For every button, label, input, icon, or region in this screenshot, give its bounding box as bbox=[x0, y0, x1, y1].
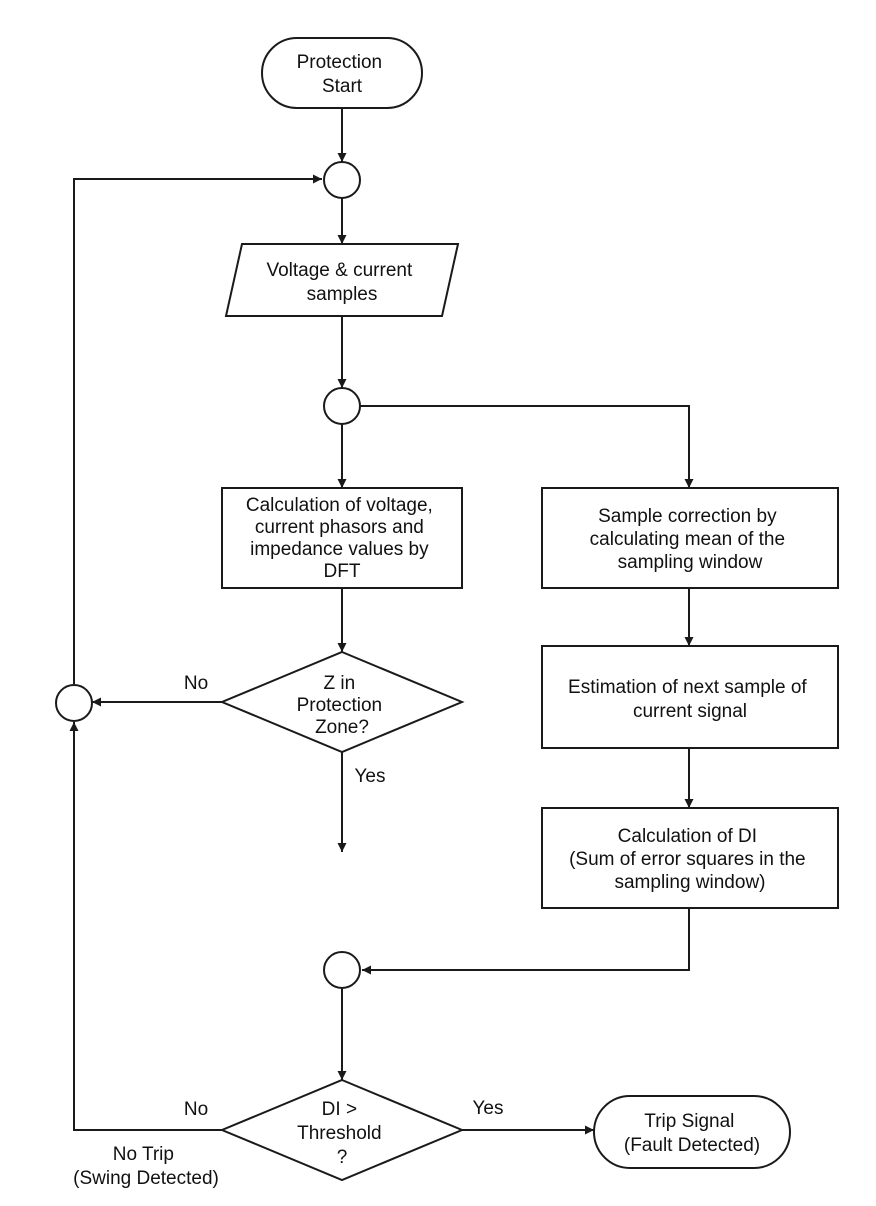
zone-decision-diamond bbox=[219, 650, 465, 754]
samples-label-line-1: Voltage & current bbox=[266, 260, 412, 281]
correction-label: Sample correction by calculating mean of… bbox=[590, 506, 791, 573]
di-calc-label-line-1: Calculation of DI bbox=[618, 826, 757, 847]
trip-label-line-1: Trip Signal bbox=[644, 1111, 734, 1132]
connectors bbox=[69, 108, 694, 1135]
zone-decision-label-line-2: Protection bbox=[297, 695, 383, 716]
di-yes-label: Yes bbox=[473, 1098, 504, 1119]
phasors-label-line-2: current phasors and bbox=[255, 517, 424, 538]
correction-label-line-2: calculating mean of the bbox=[590, 529, 785, 550]
no-trip-label-line-2: (Swing Detected) bbox=[73, 1168, 219, 1189]
phasors-label-line-1: Calculation of voltage, bbox=[246, 495, 433, 516]
samples-label-line-2: samples bbox=[307, 284, 378, 305]
estimation-label: Estimation of next sample of current sig… bbox=[568, 677, 812, 722]
phasors-process-box bbox=[221, 487, 463, 589]
zone-yes-label: Yes bbox=[355, 766, 386, 787]
junction-2 bbox=[323, 387, 361, 425]
zone-decision-label: Z in Protection Zone? bbox=[297, 673, 388, 738]
di-decision-label-line-2: Threshold bbox=[297, 1123, 382, 1144]
di-no-label: No bbox=[184, 1099, 208, 1120]
di-decision-label-line-3: ? bbox=[337, 1147, 348, 1168]
arrow-di-no-to-junction-3 bbox=[69, 722, 222, 1131]
arrow-di-calc-to-junction-4 bbox=[362, 908, 690, 975]
zone-decision-label-line-1: Z in bbox=[324, 673, 356, 694]
phasors-label-line-3: impedance values by bbox=[250, 539, 429, 560]
junction-1 bbox=[323, 161, 361, 199]
estimation-process-box bbox=[541, 645, 839, 749]
di-decision-label-line-1: DI > bbox=[322, 1099, 357, 1120]
samples-input-parallelogram bbox=[224, 243, 460, 317]
di-calc-label-line-3: sampling window) bbox=[614, 872, 765, 893]
trip-label-line-2: (Fault Detected) bbox=[624, 1135, 760, 1156]
di-decision-diamond bbox=[219, 1078, 465, 1182]
estimation-label-line-1: Estimation of next sample of bbox=[568, 677, 807, 698]
di-calc-label: Calculation of DI (Sum of error squares … bbox=[569, 826, 811, 893]
arrow-junction-3-to-junction-1 bbox=[73, 174, 322, 684]
junction-3 bbox=[55, 684, 93, 722]
trip-terminal bbox=[593, 1095, 791, 1169]
start-label: Protection Start bbox=[297, 52, 388, 97]
start-terminal bbox=[261, 37, 423, 109]
phasors-label: Calculation of voltage, current phasors … bbox=[246, 495, 438, 582]
zone-no-label: No bbox=[184, 673, 208, 694]
correction-label-line-3: sampling window bbox=[618, 552, 763, 573]
di-calc-label-line-2: (Sum of error squares in the bbox=[569, 849, 806, 870]
phasors-label-line-4: DFT bbox=[324, 561, 361, 582]
samples-label: Voltage & current samples bbox=[266, 260, 417, 305]
correction-label-line-1: Sample correction by bbox=[598, 506, 777, 527]
estimation-label-line-2: current signal bbox=[633, 701, 747, 722]
correction-process-box bbox=[541, 487, 839, 589]
start-label-line-2: Start bbox=[322, 76, 363, 97]
arrow-junction-2-to-correction bbox=[360, 405, 694, 488]
junction-4 bbox=[323, 951, 361, 989]
di-decision-label: DI > Threshold ? bbox=[297, 1099, 387, 1168]
trip-label: Trip Signal (Fault Detected) bbox=[624, 1111, 760, 1156]
no-trip-label-line-1: No Trip bbox=[113, 1144, 174, 1165]
di-calc-process-box bbox=[541, 807, 839, 909]
start-label-line-1: Protection bbox=[297, 52, 383, 73]
no-trip-label: No Trip (Swing Detected) bbox=[73, 1144, 219, 1189]
zone-decision-label-line-3: Zone? bbox=[315, 717, 369, 738]
